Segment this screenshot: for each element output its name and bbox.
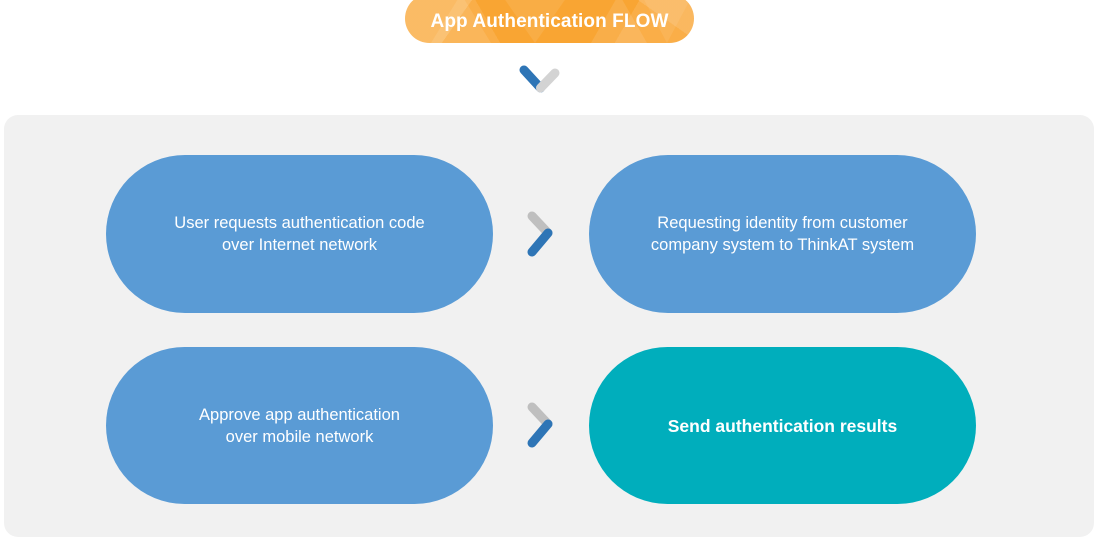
flow-step-label: Send authentication results — [667, 415, 898, 436]
chevron-right-icon — [523, 207, 559, 261]
flow-step-send-authentication-results[interactable]: Send authentication results — [589, 347, 976, 504]
flow-panel: User requests authentication code over I… — [4, 115, 1094, 537]
flow-step-approve-app-authentication[interactable]: Approve app authentication over mobile n… — [106, 347, 493, 504]
flow-step-requesting-identity[interactable]: Requesting identity from customer compan… — [589, 155, 976, 313]
flow-step-label: Approve app authentication over mobile n… — [199, 405, 400, 446]
page-title: App Authentication FLOW — [430, 10, 669, 32]
chevron-down-icon — [517, 64, 565, 98]
flow-step-label: User requests authentication code over I… — [174, 214, 425, 254]
page-title-pill: App Authentication FLOW — [405, 0, 694, 43]
chevron-right-icon — [523, 398, 559, 452]
flow-step-user-requests-code[interactable]: User requests authentication code over I… — [106, 155, 493, 313]
flow-step-label: Requesting identity from customer compan… — [650, 214, 915, 254]
